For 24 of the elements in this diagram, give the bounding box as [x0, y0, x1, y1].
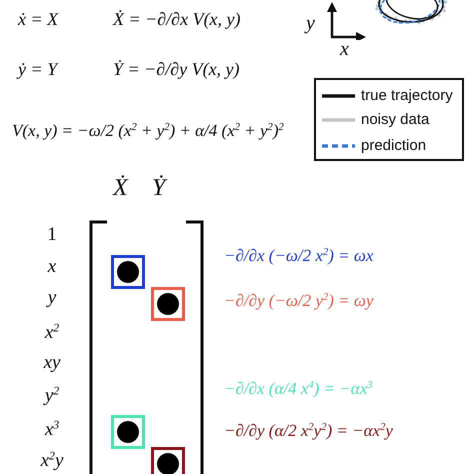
equation: V(x, y) = −ω/2 (x$^{2}$ + y$^{2}$) + α/4 (x$^{2}$ + y$^{2}$)$^{2}$: [12, 121, 284, 141]
equation: ẋ = X: [18, 8, 58, 30]
legend-label: true trajectory: [361, 87, 453, 105]
legend-label: noisy data: [361, 111, 430, 129]
row-label: 1: [47, 223, 57, 246]
equation: Ẋ = −∂/∂x V(x, y): [113, 8, 241, 30]
row-label: x$^{2}$y: [40, 449, 64, 472]
equation: ẏ = Y: [18, 58, 58, 80]
axis-label: y: [306, 11, 315, 35]
row-label: y: [48, 286, 56, 309]
equation: −∂/∂x (−ω/2 x$^{2}$) = ωx: [224, 246, 374, 266]
equation: −∂/∂y (−ω/2 y$^{2}$) = ωy: [224, 291, 374, 311]
equation: −∂/∂x (α/4 x$^{4}$) = −αx$^{3}$: [224, 379, 373, 399]
column-header: Ẋ: [113, 174, 128, 203]
equation: Ẏ = −∂/∂y V(x, y): [113, 58, 240, 80]
row-label: xy: [44, 351, 60, 374]
legend-label: prediction: [361, 137, 426, 155]
column-header: Ẏ: [152, 174, 166, 203]
axis-label: x: [340, 37, 349, 61]
row-label: x$^{3}$: [44, 418, 60, 441]
equation: −∂/∂y (α/2 x$^{2}$y$^{2}$) = −αx$^{2}$y: [224, 421, 393, 441]
row-label: x: [48, 255, 56, 278]
row-label: y$^{2}$: [44, 384, 60, 407]
row-label: x$^{2}$: [44, 321, 60, 344]
